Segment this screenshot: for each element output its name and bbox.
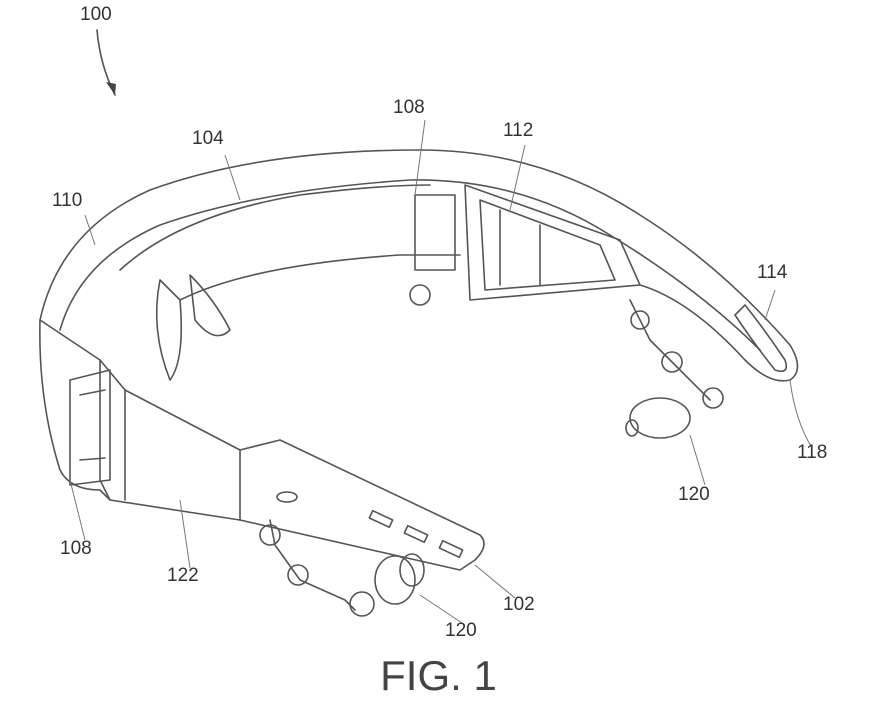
frame-outer: [39, 149, 799, 382]
slot: [403, 524, 429, 544]
knob: [409, 284, 431, 306]
earpiece-arm-bottom: [269, 519, 356, 611]
figure-caption: FIG. 1: [380, 652, 497, 699]
earpiece-tip: [399, 553, 425, 587]
nose-pad: [155, 274, 231, 381]
earpiece-arm-right: [629, 299, 711, 401]
label-104: 104: [192, 128, 224, 149]
label-100: 100: [80, 4, 112, 25]
label-122: 122: [167, 565, 199, 586]
earpiece-120-right: [629, 397, 691, 439]
leader-lines: [69, 119, 813, 626]
label-108-top: 108: [393, 97, 425, 118]
joint: [702, 387, 724, 409]
earpiece-tip: [625, 419, 639, 437]
joint: [287, 564, 309, 586]
slot: [438, 539, 464, 559]
joint: [630, 310, 650, 330]
electronics-112: [464, 184, 641, 301]
band-104: [119, 184, 461, 301]
joint: [349, 591, 375, 617]
display-108-top: [414, 194, 456, 271]
joint: [661, 351, 683, 373]
temple-slot-114: [734, 304, 788, 373]
frame-inner: [59, 179, 761, 351]
label-108-bottom: 108: [60, 538, 92, 559]
display-108-bottom: [69, 369, 111, 486]
label-110: 110: [52, 190, 83, 211]
label-112: 112: [503, 120, 534, 141]
label-102: 102: [503, 594, 535, 615]
hole: [276, 491, 298, 503]
slot: [368, 509, 394, 529]
label-120-right: 120: [678, 484, 710, 505]
earpiece-120-bottom: [374, 555, 416, 605]
front-frame-110: [39, 319, 111, 501]
arrowhead-icon: [106, 82, 116, 95]
joint: [259, 524, 281, 546]
label-120-bottom: 120: [445, 620, 477, 641]
label-118: 118: [797, 442, 828, 463]
label-114: 114: [757, 262, 788, 283]
temple-102: [239, 439, 485, 571]
housing-122: [99, 359, 241, 521]
